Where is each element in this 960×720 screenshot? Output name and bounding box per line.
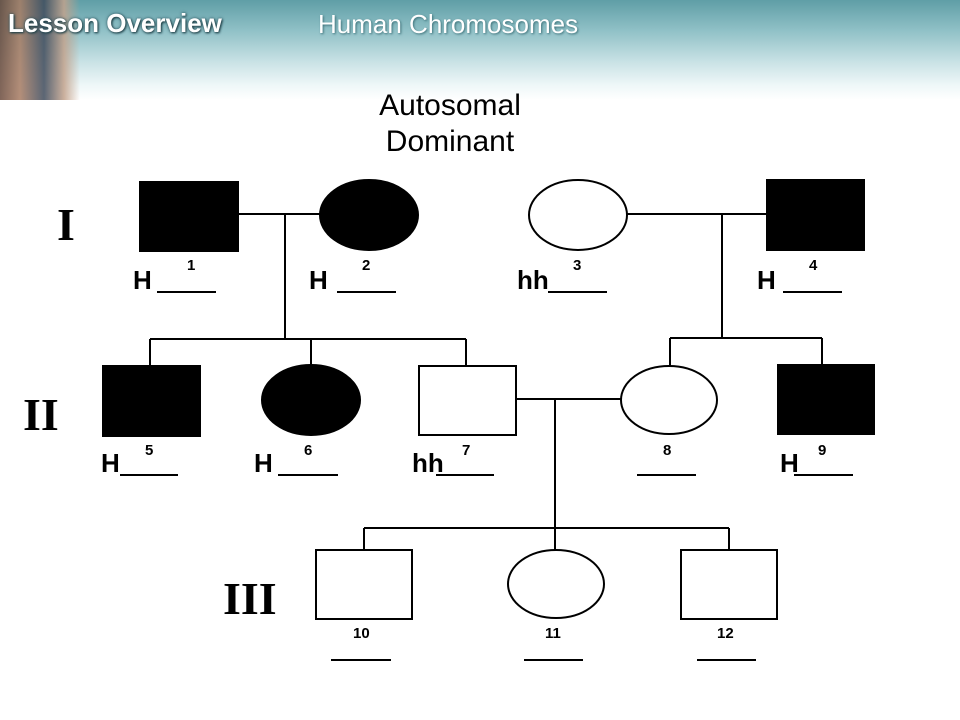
individual-2-female-affected — [319, 179, 419, 251]
individual-number-11: 11 — [545, 625, 561, 642]
individual-5-male-affected — [102, 365, 201, 437]
individual-6-female-affected — [261, 364, 361, 436]
individual-number-9: 9 — [818, 442, 826, 459]
individual-1-male-affected — [139, 181, 239, 252]
diagram-title: Autosomal Dominant — [300, 88, 600, 160]
individual-4-male-affected — [766, 179, 865, 251]
generation-label-1: I — [57, 199, 75, 250]
header-photo — [0, 0, 80, 100]
diagram-title-line1: Autosomal — [379, 89, 521, 122]
individual-number-10: 10 — [353, 625, 370, 642]
individual-7-male-unaffected — [418, 365, 517, 436]
header-banner — [0, 0, 960, 100]
genotype-7: hh — [412, 448, 444, 478]
individual-10-male-unaffected — [315, 549, 413, 620]
individual-number-4: 4 — [809, 257, 818, 274]
individual-12-male-unaffected — [680, 549, 778, 620]
individual-number-2: 2 — [362, 257, 370, 274]
individual-9-male-affected — [777, 364, 875, 435]
genotype-3: hh — [517, 265, 549, 295]
slide-title: Human Chromosomes — [318, 9, 579, 39]
individual-number-6: 6 — [304, 442, 312, 459]
generation-label-2: II — [23, 389, 59, 440]
genotype-6: H — [254, 448, 273, 478]
individual-number-8: 8 — [663, 442, 671, 459]
generation-label-3: III — [223, 573, 277, 624]
individual-number-3: 3 — [573, 257, 581, 274]
genotype-4: H — [757, 265, 776, 295]
individual-number-7: 7 — [462, 442, 470, 459]
diagram-title-line2: Dominant — [385, 125, 515, 158]
individual-8-female-unaffected — [620, 365, 718, 435]
genotype-5: H — [101, 448, 120, 478]
section-label: Lesson Overview — [8, 8, 222, 38]
individual-11-female-unaffected — [507, 549, 605, 619]
individual-number-12: 12 — [717, 625, 734, 642]
pedigree-lines — [120, 213, 853, 661]
individual-3-female-unaffected — [528, 179, 628, 251]
genotype-1: H — [133, 265, 152, 295]
individual-number-1: 1 — [187, 257, 195, 274]
individual-number-5: 5 — [145, 442, 153, 459]
genotype-2: H — [309, 265, 328, 295]
genotype-9: H — [780, 448, 799, 478]
